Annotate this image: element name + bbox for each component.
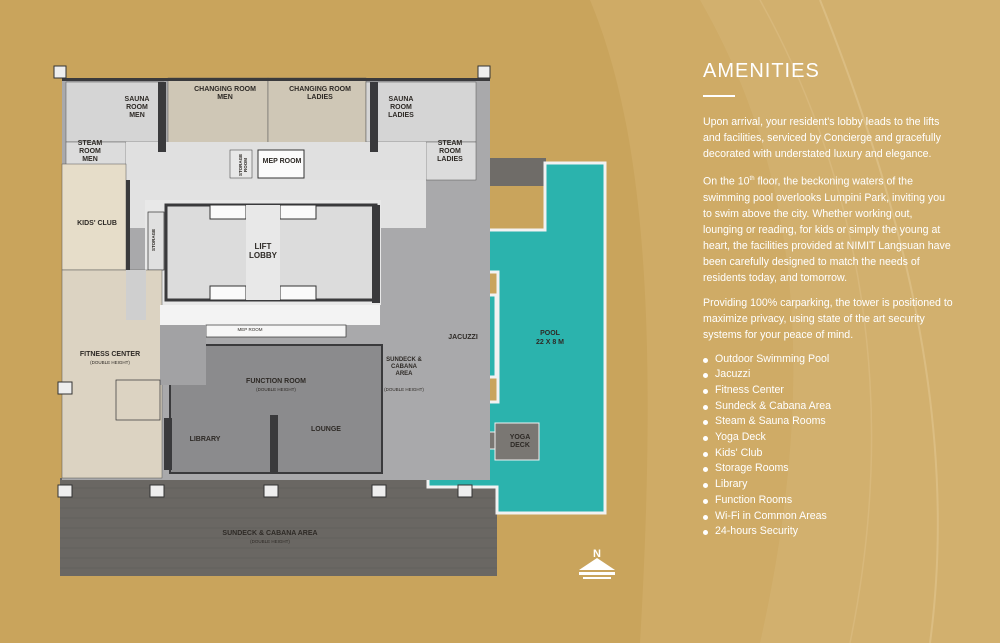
steam-room-men-label: STEAM ROOM MEN — [77, 140, 103, 163]
pool-paragraph: On the 10th floor, the beckoning waters … — [703, 171, 953, 286]
list-item-label: Wi-Fi in Common Areas — [715, 509, 827, 522]
list-item-label: Library — [715, 478, 748, 491]
amenities-panel: AMENITIES Upon arrival, your resident's … — [703, 60, 953, 540]
list-item-label: Steam & Sauna Rooms — [715, 415, 826, 428]
mep-room-strip-label: MEP ROOM — [237, 327, 263, 332]
bullet-icon — [703, 451, 708, 457]
sauna-room-men-label: SAUNA ROOM MEN — [124, 96, 150, 119]
fitness-center-note: (DOUBLE HEIGHT) — [90, 360, 130, 365]
library-label: LIBRARY — [189, 436, 221, 443]
bullet-icon — [703, 436, 708, 442]
list-item-label: Yoga Deck — [715, 431, 766, 444]
steam-room-ladies-label: STEAM ROOM LADIES — [437, 140, 463, 163]
list-item-label: Jacuzzi — [715, 368, 751, 381]
pool-paragraph-rest: floor, the beckoning waters of the swimm… — [703, 175, 951, 284]
mep-room-label: MEP ROOM — [262, 158, 302, 165]
bullet-icon — [703, 483, 708, 489]
sundeck-bottom-label: SUNDECK & CABANA AREA — [222, 530, 318, 537]
security-paragraph: Providing 100% carparking, the tower is … — [703, 296, 953, 341]
sundeck-bottom-note: (DOUBLE HEIGHT) — [250, 539, 290, 544]
list-item-label: Outdoor Swimming Pool — [715, 352, 830, 365]
list-item: Steam & Sauna Rooms — [703, 414, 953, 430]
changing-room-men-label: CHANGING ROOM MEN — [194, 86, 256, 101]
list-item: Outdoor Swimming Pool — [703, 352, 953, 368]
list-item-label: Kids' Club — [715, 446, 763, 459]
north-arrow-icon: N — [575, 548, 619, 580]
pool-paragraph-sup: th — [749, 176, 755, 182]
list-item: Kids' Club — [703, 446, 953, 462]
list-item: Fitness Center — [703, 383, 953, 399]
list-item-label: Fitness Center — [715, 383, 784, 396]
sauna-room-ladies-label: SAUNA ROOM LADIES — [388, 96, 414, 119]
pool-size-label: 22 x 8 M — [535, 339, 564, 346]
bullet-icon — [703, 420, 708, 426]
lift-lobby-label: LIFT LOBBY — [249, 242, 277, 260]
changing-room-ladies-label: CHANGING ROOM LADIES — [289, 86, 351, 101]
jacuzzi-label: JACUZZI — [448, 334, 478, 341]
bullet-icon — [703, 498, 708, 504]
sundeck-side-note: (DOUBLE HEIGHT) — [384, 387, 424, 392]
north-label: N — [593, 548, 601, 560]
lounge-label: LOUNGE — [311, 426, 341, 433]
bullet-icon — [703, 373, 708, 379]
list-item: Function Rooms — [703, 493, 953, 509]
bullet-icon — [703, 467, 708, 473]
list-item: Yoga Deck — [703, 430, 953, 446]
title-divider — [703, 95, 735, 97]
list-item-label: Storage Rooms — [715, 462, 789, 475]
list-item: 24-hours Security — [703, 524, 953, 540]
function-room-note: (DOUBLE HEIGHT) — [256, 387, 296, 392]
bullet-icon — [703, 514, 708, 520]
sundeck-side-label: SUNDECK & CABANA AREA — [386, 357, 422, 377]
list-item: Storage Rooms — [703, 461, 953, 477]
pool-paragraph-start: On the 10 — [703, 175, 750, 188]
amenities-list: Outdoor Swimming Pool Jacuzzi Fitness Ce… — [703, 352, 953, 540]
yoga-deck-label: YOGA DECK — [509, 434, 531, 449]
storage-room-label: STORAGE ROOM — [238, 153, 248, 177]
list-item-label: Function Rooms — [715, 493, 793, 506]
list-item: Wi-Fi in Common Areas — [703, 509, 953, 525]
amenities-title: AMENITIES — [703, 60, 820, 82]
storage-left-label: STORAGE — [151, 228, 156, 252]
list-item: Library — [703, 477, 953, 493]
fitness-center-label: FITNESS CENTER — [79, 351, 141, 358]
bullet-icon — [703, 530, 708, 536]
intro-paragraph: Upon arrival, your resident's lobby lead… — [703, 116, 941, 160]
kids-club-label: KIDS' CLUB — [77, 220, 117, 227]
bullet-icon — [703, 388, 708, 394]
function-room-label: FUNCTION ROOM — [246, 378, 306, 385]
list-item: Jacuzzi — [703, 367, 953, 383]
bullet-icon — [703, 357, 708, 363]
pool-label: POOL — [540, 330, 560, 337]
list-item: Sundeck & Cabana Area — [703, 399, 953, 415]
list-item-label: 24-hours Security — [715, 525, 799, 538]
list-item-label: Sundeck & Cabana Area — [715, 399, 832, 412]
bullet-icon — [703, 404, 708, 410]
floor-plan — [53, 65, 607, 576]
